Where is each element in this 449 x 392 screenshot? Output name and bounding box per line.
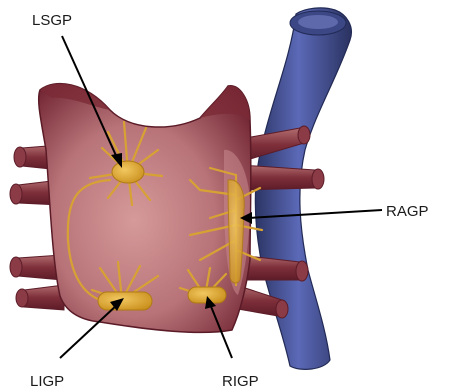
lsgp-label: LSGP bbox=[32, 12, 72, 29]
ligp-label: LIGP bbox=[30, 373, 64, 390]
lsgp-ganglion bbox=[112, 161, 144, 183]
ragp-label: RAGP bbox=[386, 203, 429, 220]
ligp-ganglion bbox=[98, 292, 152, 310]
rigp-label: RIGP bbox=[222, 373, 259, 390]
